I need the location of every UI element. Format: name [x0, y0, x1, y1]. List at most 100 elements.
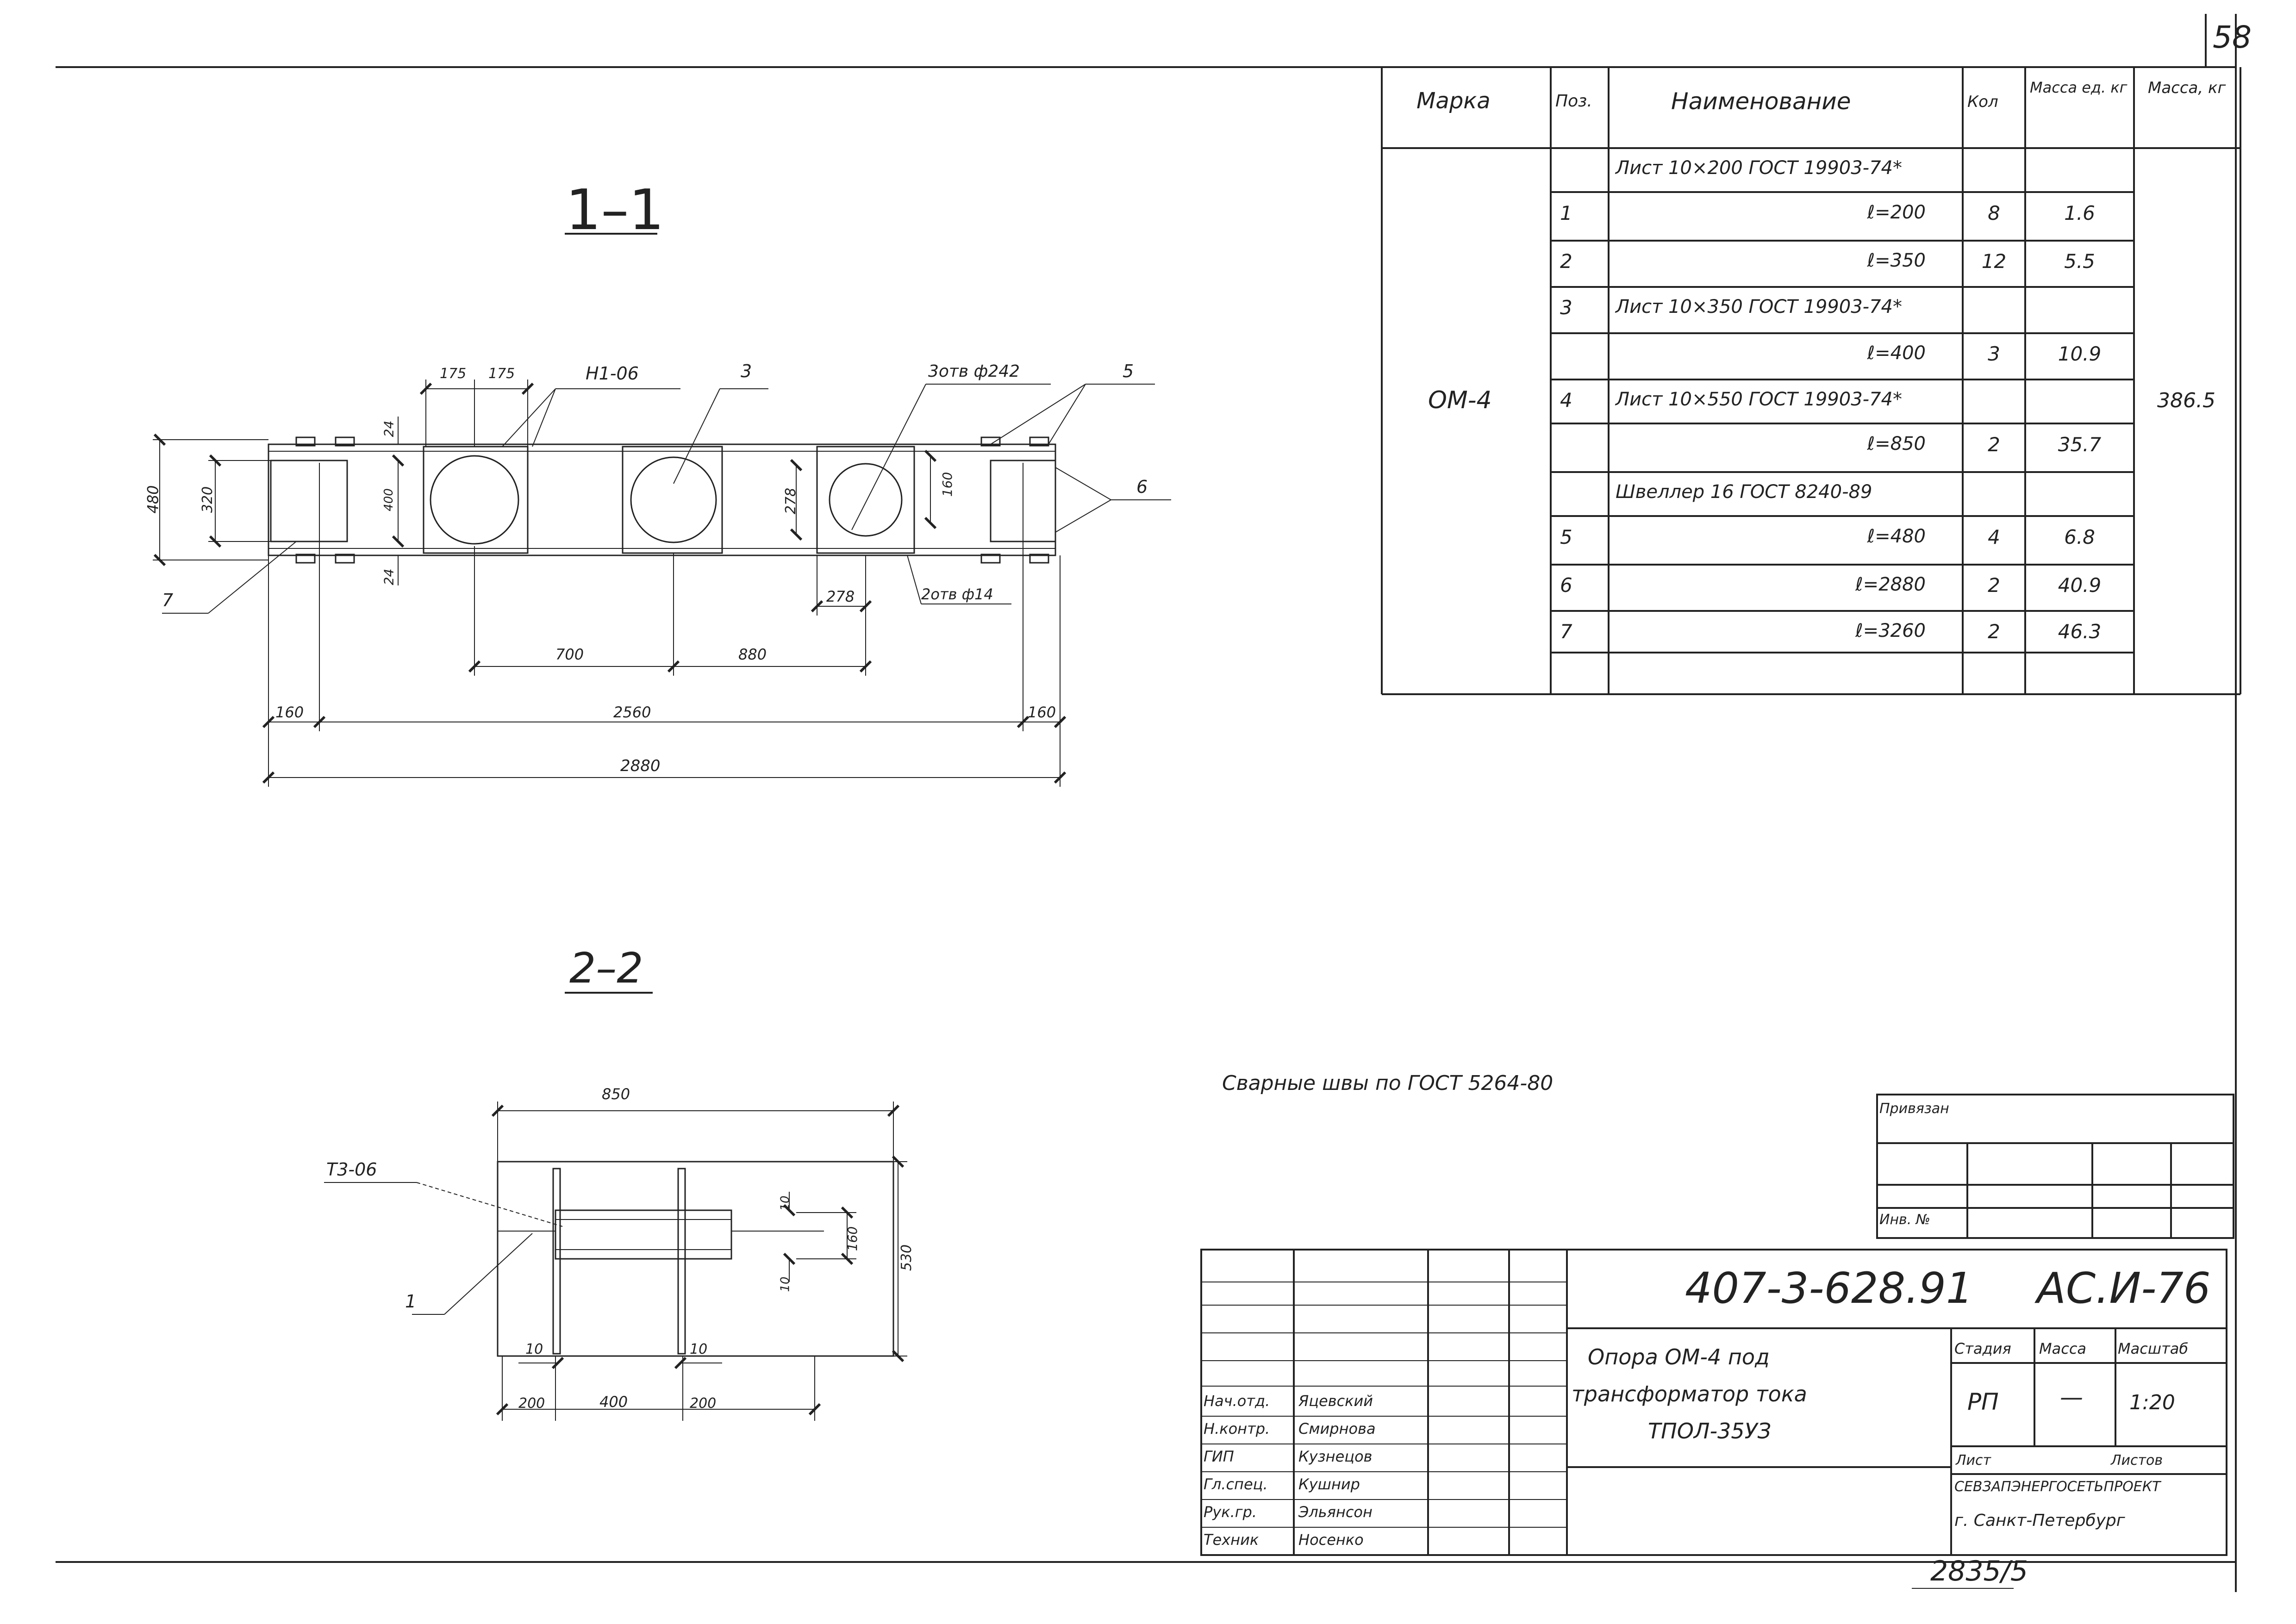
spec-row-unit-mass: 46.3: [2058, 620, 2102, 643]
spec-row-unit-mass: 6.8: [2064, 526, 2095, 548]
dim-10-b: 10: [778, 1276, 792, 1292]
role-title: ГИП: [1204, 1448, 1234, 1465]
spec-row-name: Швеллер 16 ГОСТ 8240-89: [1616, 481, 1872, 503]
spec-row-quantity: 2: [1988, 433, 2000, 456]
spec-row-unit-mass: 10.9: [2058, 342, 2102, 365]
spec-row-position: 7: [1560, 620, 1572, 643]
spec-row-position: 5: [1560, 526, 1572, 548]
title-block-grid: [1200, 1249, 2227, 1556]
dim-160: 160: [845, 1226, 861, 1251]
dim-24-bottom: 24: [381, 568, 397, 585]
spec-row-quantity: 8: [1988, 202, 2000, 224]
spec-row-position: 2: [1560, 250, 1572, 273]
sheets-label: Листов: [2111, 1452, 2163, 1468]
spec-row-name: ℓ=350: [1867, 250, 1926, 271]
spec-row-quantity: 4: [1988, 526, 2000, 548]
role-title: Нач.отд.: [1204, 1392, 1270, 1410]
dim-400: 400: [381, 488, 396, 511]
stage-label: Стадия: [1954, 1340, 2011, 1357]
header-mark: Марка: [1416, 88, 1491, 114]
position-5-label: 5: [1123, 361, 1134, 381]
role-person-name: Смирнова: [1298, 1420, 1376, 1437]
dim-850: 850: [602, 1085, 630, 1103]
title-line-3: ТПОЛ-35УЗ: [1648, 1419, 1772, 1444]
spec-row-position: 1: [1560, 202, 1572, 224]
spec-row-name: ℓ=200: [1867, 202, 1926, 223]
role-person-name: Яцевский: [1298, 1392, 1373, 1410]
dim-2880: 2880: [620, 757, 661, 775]
header-unit-mass: Масса ед. кг: [2030, 79, 2128, 96]
role-person-name: Кузнецов: [1298, 1448, 1373, 1465]
header-mass: Масса, кг: [2148, 79, 2226, 97]
organization-name: СЕВЗАПЭНЕРГОСЕТЬПРОЕКТ: [1954, 1479, 2161, 1495]
section-2-drawing: [324, 1101, 907, 1421]
section-1-title: 1–1: [566, 178, 664, 243]
role-person-name: Носенко: [1298, 1531, 1364, 1549]
spec-row-quantity: 3: [1988, 342, 2000, 365]
section-1-drawing: [153, 380, 1171, 787]
role-person-name: Эльянсон: [1298, 1503, 1373, 1521]
header-name: Наименование: [1671, 88, 1851, 115]
dim-880: 880: [738, 646, 767, 663]
document-code: 407-3-628.91: [1685, 1263, 1973, 1313]
title-line-2: трансформатор тока: [1572, 1381, 1807, 1406]
title-line-1: Опора ОМ-4 под: [1588, 1344, 1770, 1369]
spec-row-name: ℓ=3260: [1855, 620, 1926, 641]
footer-number: 2835/5: [1930, 1555, 2028, 1587]
spec-row-position: 3: [1560, 296, 1572, 319]
sheet-number: 58: [2213, 19, 2252, 55]
dim-530: 530: [898, 1244, 915, 1271]
spec-row-position: 6: [1560, 574, 1572, 597]
spec-row-quantity: 2: [1988, 574, 2000, 597]
binding-label: Привязан: [1879, 1101, 1949, 1117]
dim-160-vert: 160: [940, 472, 955, 497]
spec-row-unit-mass: 5.5: [2064, 250, 2095, 273]
dim-278: 278: [826, 588, 855, 605]
spec-row-position: 4: [1560, 389, 1572, 411]
header-qty: Кол: [1967, 93, 1998, 111]
spec-row-name: Лист 10×550 ГОСТ 19903-74*: [1616, 389, 1902, 410]
dim-2560: 2560: [613, 703, 651, 721]
dim-24-top: 24: [381, 420, 397, 437]
spec-row-quantity: 12: [1981, 250, 2007, 273]
role-title: Н.контр.: [1204, 1420, 1270, 1437]
dim-320: 320: [200, 486, 216, 513]
dim-200-left: 200: [518, 1395, 545, 1412]
spec-row-quantity: 2: [1988, 620, 2000, 643]
dim-480: 480: [144, 485, 162, 514]
spec-row-unit-mass: 1.6: [2064, 202, 2095, 224]
spec-row-name: Лист 10×200 ГОСТ 19903-74*: [1616, 157, 1902, 179]
position-6-label: 6: [1136, 477, 1148, 497]
dim-10-a: 10: [778, 1195, 792, 1211]
total-mass-cell: 386.5: [2157, 389, 2215, 412]
dim-160-left: 160: [275, 703, 304, 721]
organization-city: г. Санкт-Петербург: [1954, 1511, 2125, 1530]
dim-175-b: 175: [488, 366, 515, 382]
spec-row-name: ℓ=400: [1867, 342, 1926, 364]
spec-row-unit-mass: 35.7: [2058, 433, 2102, 456]
weld-note: Сварные швы по ГОСТ 5264-80: [1222, 1071, 1554, 1095]
document-suffix: АС.И-76: [2037, 1263, 2211, 1313]
dim-700: 700: [555, 646, 584, 663]
dim-278-vert: 278: [783, 487, 799, 515]
role-title: Гл.спец.: [1204, 1475, 1268, 1493]
weld-label-h1: Н1-06: [586, 363, 639, 384]
mass-value: —: [2060, 1384, 2083, 1411]
mass-label: Масса: [2039, 1340, 2087, 1357]
weld-label-t3: Т3-06: [326, 1159, 377, 1180]
binding-block: [1876, 1094, 2234, 1239]
dim-400-b: 400: [599, 1393, 628, 1411]
spec-row-name: ℓ=2880: [1855, 574, 1926, 595]
inventory-number-label: Инв. №: [1879, 1212, 1931, 1228]
scale-value: 1:20: [2129, 1391, 2175, 1414]
position-7-label: 7: [162, 590, 174, 610]
role-title: Техник: [1204, 1531, 1259, 1549]
header-pos: Поз.: [1555, 92, 1592, 111]
role-title: Рук.гр.: [1204, 1503, 1257, 1521]
dim-200-right: 200: [690, 1395, 717, 1412]
dim-10-right: 10: [690, 1341, 708, 1357]
sheet-label: Лист: [1956, 1452, 1991, 1468]
position-1-label: 1: [405, 1291, 417, 1312]
dim-175-a: 175: [440, 366, 467, 382]
